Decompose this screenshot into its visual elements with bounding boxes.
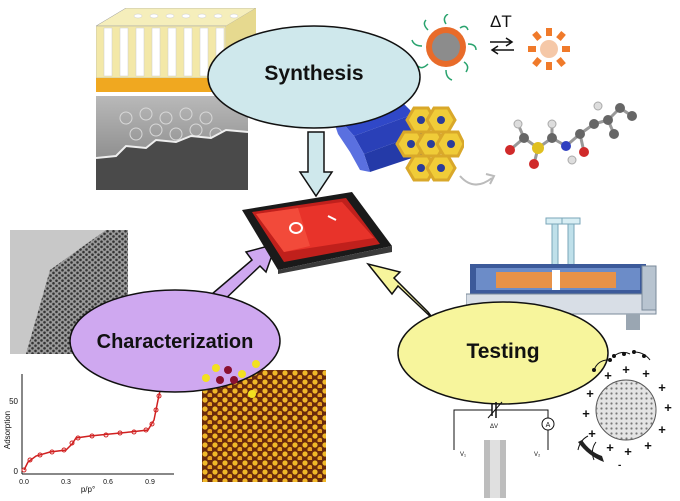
mesoporous-channels-illustration — [334, 100, 464, 182]
plus-sign: + — [658, 380, 666, 395]
plus-sign: + — [642, 366, 650, 381]
delta-t-label: ΔT — [490, 12, 512, 31]
adsorption-isotherm-chart: Adsorption 50 0 0.0 0.3 0.6 0.9 p/p° — [3, 373, 174, 494]
circuit-left-label: V₁ — [460, 452, 466, 458]
plus-sign: + — [588, 426, 596, 441]
minus-sign: - — [618, 460, 621, 470]
sem-membrane-image — [96, 96, 248, 190]
polymer-coated-nanoparticle — [411, 14, 477, 81]
plus-sign: + — [606, 440, 614, 455]
isotherm-xlabel: p/p° — [81, 485, 95, 494]
synthesis-ellipse — [207, 25, 421, 129]
circuit-top-label: ΔV — [490, 424, 498, 430]
isotherm-xtick-0: 0.0 — [19, 479, 29, 486]
synthesis-to-switch-arrow — [298, 131, 334, 198]
dispersed-particle-ring — [528, 28, 570, 70]
plus-sign: + — [658, 422, 666, 437]
isotherm-ytick-50: 50 — [9, 397, 18, 406]
isotherm-xtick-1: 0.3 — [61, 479, 71, 486]
circuit-right-label: V₂ — [534, 452, 541, 458]
plus-sign: + — [586, 386, 594, 401]
synthesis-label: Synthesis — [264, 62, 364, 85]
plus-sign: + — [604, 368, 612, 383]
plus-sign: + — [622, 362, 630, 377]
isotherm-ylabel: Adsorption — [3, 411, 12, 449]
isotherm-xtick-2: 0.6 — [103, 479, 113, 486]
plus-sign: + — [624, 444, 632, 459]
characterization-label: Characterization — [96, 331, 254, 353]
plus-sign: + — [664, 400, 672, 415]
red-rocker-switch-icon — [242, 192, 392, 274]
plus-sign: + — [644, 438, 652, 453]
molecule-model — [505, 101, 637, 169]
testing-ellipse — [397, 301, 609, 405]
isotherm-xtick-3: 0.9 — [145, 479, 155, 486]
isotherm-ytick-0: 0 — [14, 467, 19, 476]
afm-highlight-dots — [202, 360, 260, 398]
testing-to-switch-arrow — [366, 262, 435, 321]
reversible-arrows-icon — [490, 37, 514, 55]
afm-surface-image — [202, 370, 326, 482]
circuit-diagram: ΔV A V₁ V₂ — [453, 401, 555, 498]
curved-arrow-icon — [459, 173, 496, 186]
circuit-meter-label: A — [546, 422, 551, 429]
plus-sign: + — [582, 406, 590, 421]
charged-nanoparticle-illustration: + + + + + + + + + + + + - — [577, 350, 672, 470]
testing-label: Testing — [466, 340, 540, 363]
